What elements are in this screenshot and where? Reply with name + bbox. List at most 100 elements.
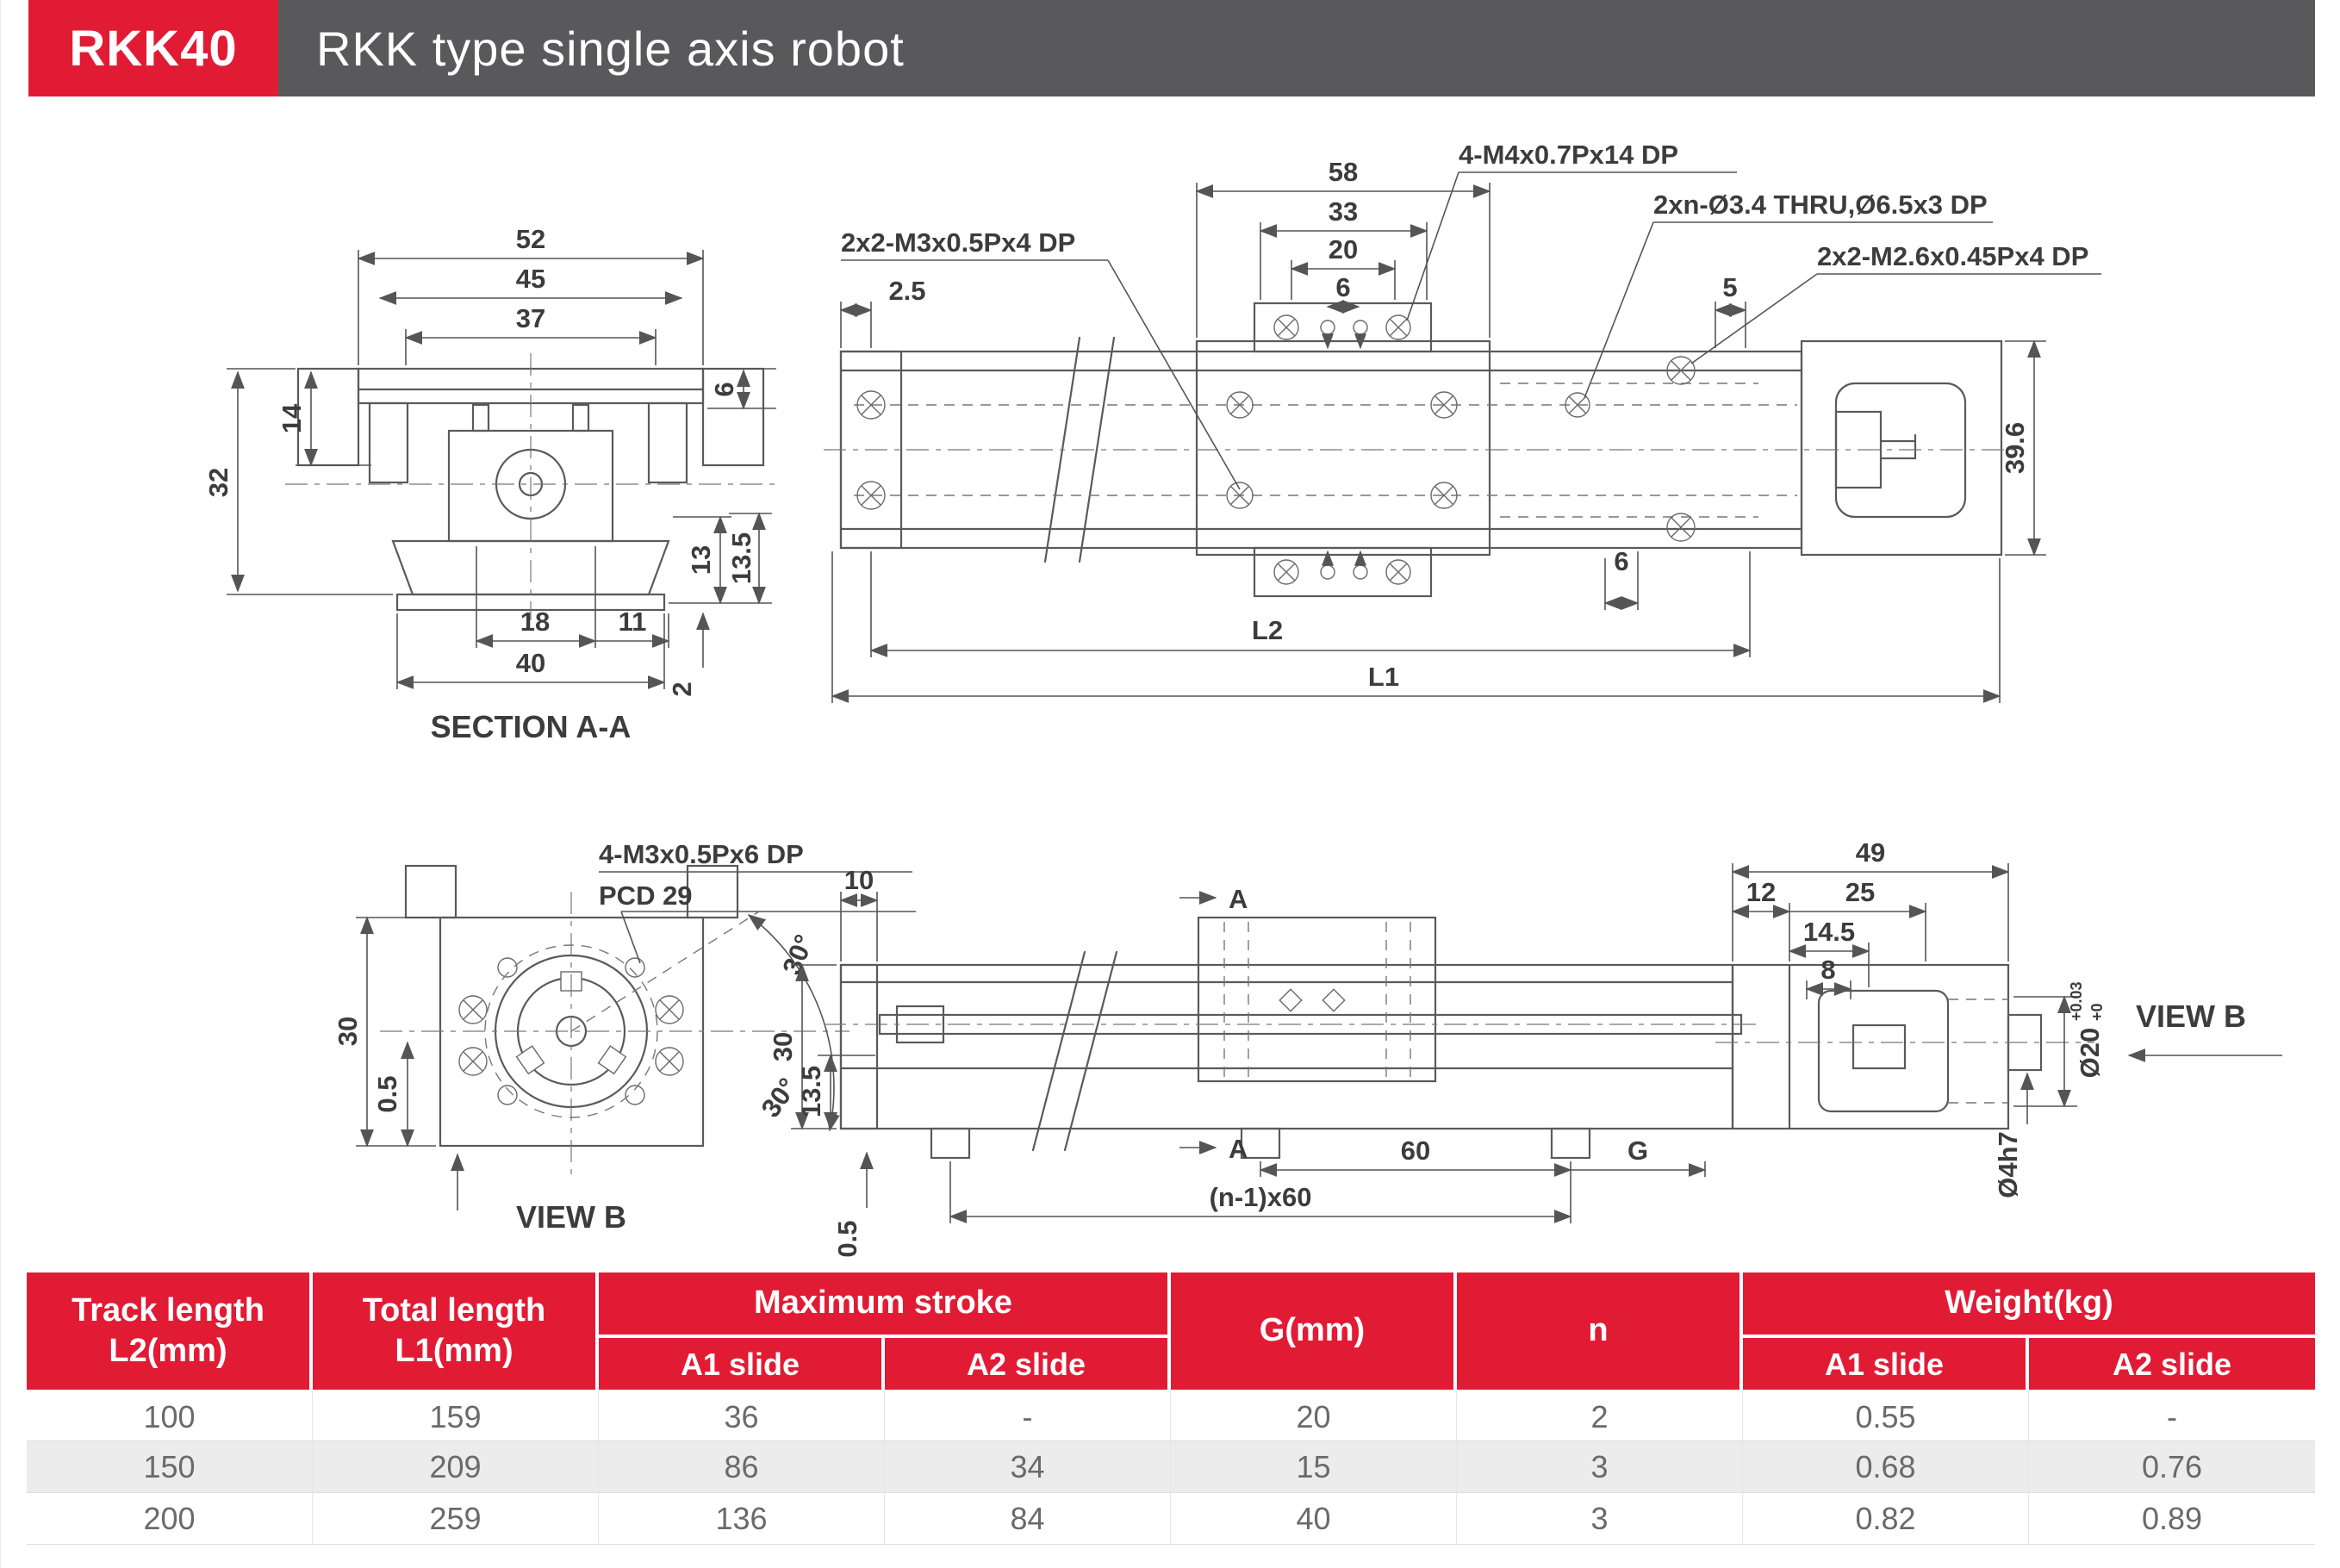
cell-r2-weight-a1: 0.68 <box>1743 1441 2029 1493</box>
dim-G: G <box>1627 1136 1648 1166</box>
cell-r1-track: 100 <box>27 1390 313 1441</box>
cell-r3-stroke-a1: 136 <box>599 1493 885 1545</box>
side-elevation-view: 10 30 13.5 0.5 A A 60 G (n-1)x60 <box>768 865 1758 1258</box>
dim-11: 11 <box>619 607 647 637</box>
dim-18: 18 <box>520 607 550 637</box>
section-marker-a-top: A <box>1229 884 1248 914</box>
dim-30-viewb: 30 <box>333 1017 363 1046</box>
section-aa-view: 52 45 37 14 32 6 13 13.5 18 11 40 2 SECT… <box>203 224 776 744</box>
col-total-length: Total length L1(mm) <box>313 1272 599 1390</box>
col-n: n <box>1457 1272 1743 1390</box>
cell-r1-weight-a2: - <box>2029 1390 2315 1441</box>
cell-r2-stroke-a1: 86 <box>599 1441 885 1493</box>
cell-r1-stroke-a2: - <box>885 1390 1171 1441</box>
note-m3x05: 4-M3x0.5Px6 DP <box>599 839 804 869</box>
section-aa-caption: SECTION A-A <box>431 709 632 744</box>
cell-r1-total: 159 <box>313 1390 599 1441</box>
dim-14-5: 14.5 <box>1803 917 1855 947</box>
section-marker-a-bottom: A <box>1229 1134 1248 1164</box>
dim-20: 20 <box>1329 234 1358 264</box>
dim-13-5-side: 13.5 <box>796 1066 826 1117</box>
view-b-arrow-label: VIEW B <box>2136 999 2246 1034</box>
col-weight-a2: A2 slide <box>2029 1338 2315 1390</box>
cell-r1-g: 20 <box>1171 1390 1457 1441</box>
note-pcd29: PCD 29 <box>599 880 693 911</box>
cell-r2-weight-a2: 0.76 <box>2029 1441 2315 1493</box>
col-track-length-line1: Track length <box>72 1291 264 1328</box>
dim-d20-tol-upper: +0.03 <box>2068 981 2085 1021</box>
col-weight: Weight(kg) <box>1743 1272 2315 1338</box>
dim-13-5: 13.5 <box>726 532 756 584</box>
col-total-length-line2: L1(mm) <box>395 1333 513 1369</box>
cell-r3-n: 3 <box>1457 1493 1743 1545</box>
cell-r3-weight-a2: 0.89 <box>2029 1493 2315 1545</box>
spec-table: Track length L2(mm) Total length L1(mm) … <box>27 1272 2315 1545</box>
dim-d20-group: Ø20 +0.03 +0 <box>2068 981 2106 1078</box>
cell-r3-stroke-a2: 84 <box>885 1493 1171 1545</box>
dim-L2: L2 <box>1252 615 1283 645</box>
dim-2: 2 <box>667 681 697 696</box>
note-thru: 2xn-Ø3.4 THRU,Ø6.5x3 DP <box>1653 190 1988 220</box>
dim-49: 49 <box>1856 837 1885 868</box>
dim-30-side: 30 <box>768 1032 798 1061</box>
cell-r3-weight-a1: 0.82 <box>1743 1493 2029 1545</box>
dim-40: 40 <box>516 648 545 678</box>
dim-5: 5 <box>1722 272 1737 302</box>
cell-r1-weight-a1: 0.55 <box>1743 1390 2029 1441</box>
cell-r1-stroke-a1: 36 <box>599 1390 885 1441</box>
note-m4: 4-M4x0.7Px14 DP <box>1459 140 1678 170</box>
cell-r3-g: 40 <box>1171 1493 1457 1545</box>
cell-r2-track: 150 <box>27 1441 313 1493</box>
dim-12: 12 <box>1746 877 1776 907</box>
dim-25: 25 <box>1845 877 1875 907</box>
top-plan-view: 58 33 20 6 2.5 5 39.6 6 L2 L1 2x2-M3x0.5… <box>824 140 2101 703</box>
cell-r2-stroke-a2: 34 <box>885 1441 1171 1493</box>
dim-n-1-x60: (n-1)x60 <box>1210 1182 1312 1212</box>
dim-58: 58 <box>1329 157 1358 187</box>
dim-6-bottom: 6 <box>1614 546 1628 576</box>
col-stroke-a1: A1 slide <box>599 1338 885 1390</box>
dim-6-right: 6 <box>709 382 739 396</box>
note-m3: 2x2-M3x0.5Px4 DP <box>841 227 1075 258</box>
dim-32: 32 <box>203 468 233 497</box>
dim-60: 60 <box>1401 1136 1430 1166</box>
col-total-length-line1: Total length <box>362 1291 546 1328</box>
dim-52: 52 <box>516 224 545 254</box>
model-badge: RKK40 <box>28 0 278 96</box>
dim-33: 33 <box>1329 196 1358 227</box>
dim-d20: Ø20 <box>2075 1028 2105 1079</box>
col-track-length: Track length L2(mm) <box>27 1272 313 1390</box>
technical-drawing: 52 45 37 14 32 6 13 13.5 18 11 40 2 SECT… <box>203 140 2282 1258</box>
col-maximum-stroke: Maximum stroke <box>599 1272 1171 1338</box>
dim-45: 45 <box>516 264 545 294</box>
cell-r2-g: 15 <box>1171 1441 1457 1493</box>
dim-8: 8 <box>1820 955 1835 985</box>
view-b-front: 4-M3x0.5Px6 DP PCD 29 30 0.5 30° 30° VIE… <box>333 839 916 1235</box>
dim-d20-tol-lower: +0 <box>2088 1003 2106 1021</box>
dim-14: 14 <box>277 403 307 433</box>
col-weight-a1: A1 slide <box>1743 1338 2029 1390</box>
angle-30-upper: 30° <box>776 930 819 980</box>
motor-end-view: 49 12 25 14.5 8 Ø20 +0.03 +0 Ø4h7 VIEW B <box>1715 837 2282 1198</box>
note-m26: 2x2-M2.6x0.45Px4 DP <box>1817 241 2088 271</box>
cell-r2-total: 209 <box>313 1441 599 1493</box>
page-title: RKK type single axis robot <box>278 0 2315 96</box>
dim-13: 13 <box>686 545 716 575</box>
dim-6-top: 6 <box>1335 272 1350 302</box>
dim-37: 37 <box>516 303 545 333</box>
dim-L1: L1 <box>1368 662 1399 692</box>
cell-r3-track: 200 <box>27 1493 313 1545</box>
dim-0-5-side: 0.5 <box>832 1220 862 1257</box>
cell-r3-total: 259 <box>313 1493 599 1545</box>
cell-r2-n: 3 <box>1457 1441 1743 1493</box>
page-header: RKK40 RKK type single axis robot <box>28 0 2315 96</box>
dim-39-6: 39.6 <box>2000 422 2030 474</box>
dim-0-5-viewb: 0.5 <box>372 1075 402 1112</box>
dim-2-5: 2.5 <box>888 276 925 306</box>
col-g-mm: G(mm) <box>1171 1272 1457 1390</box>
col-stroke-a2: A2 slide <box>885 1338 1171 1390</box>
cell-r1-n: 2 <box>1457 1390 1743 1441</box>
col-track-length-line2: L2(mm) <box>109 1333 227 1369</box>
view-b-caption: VIEW B <box>516 1199 626 1235</box>
